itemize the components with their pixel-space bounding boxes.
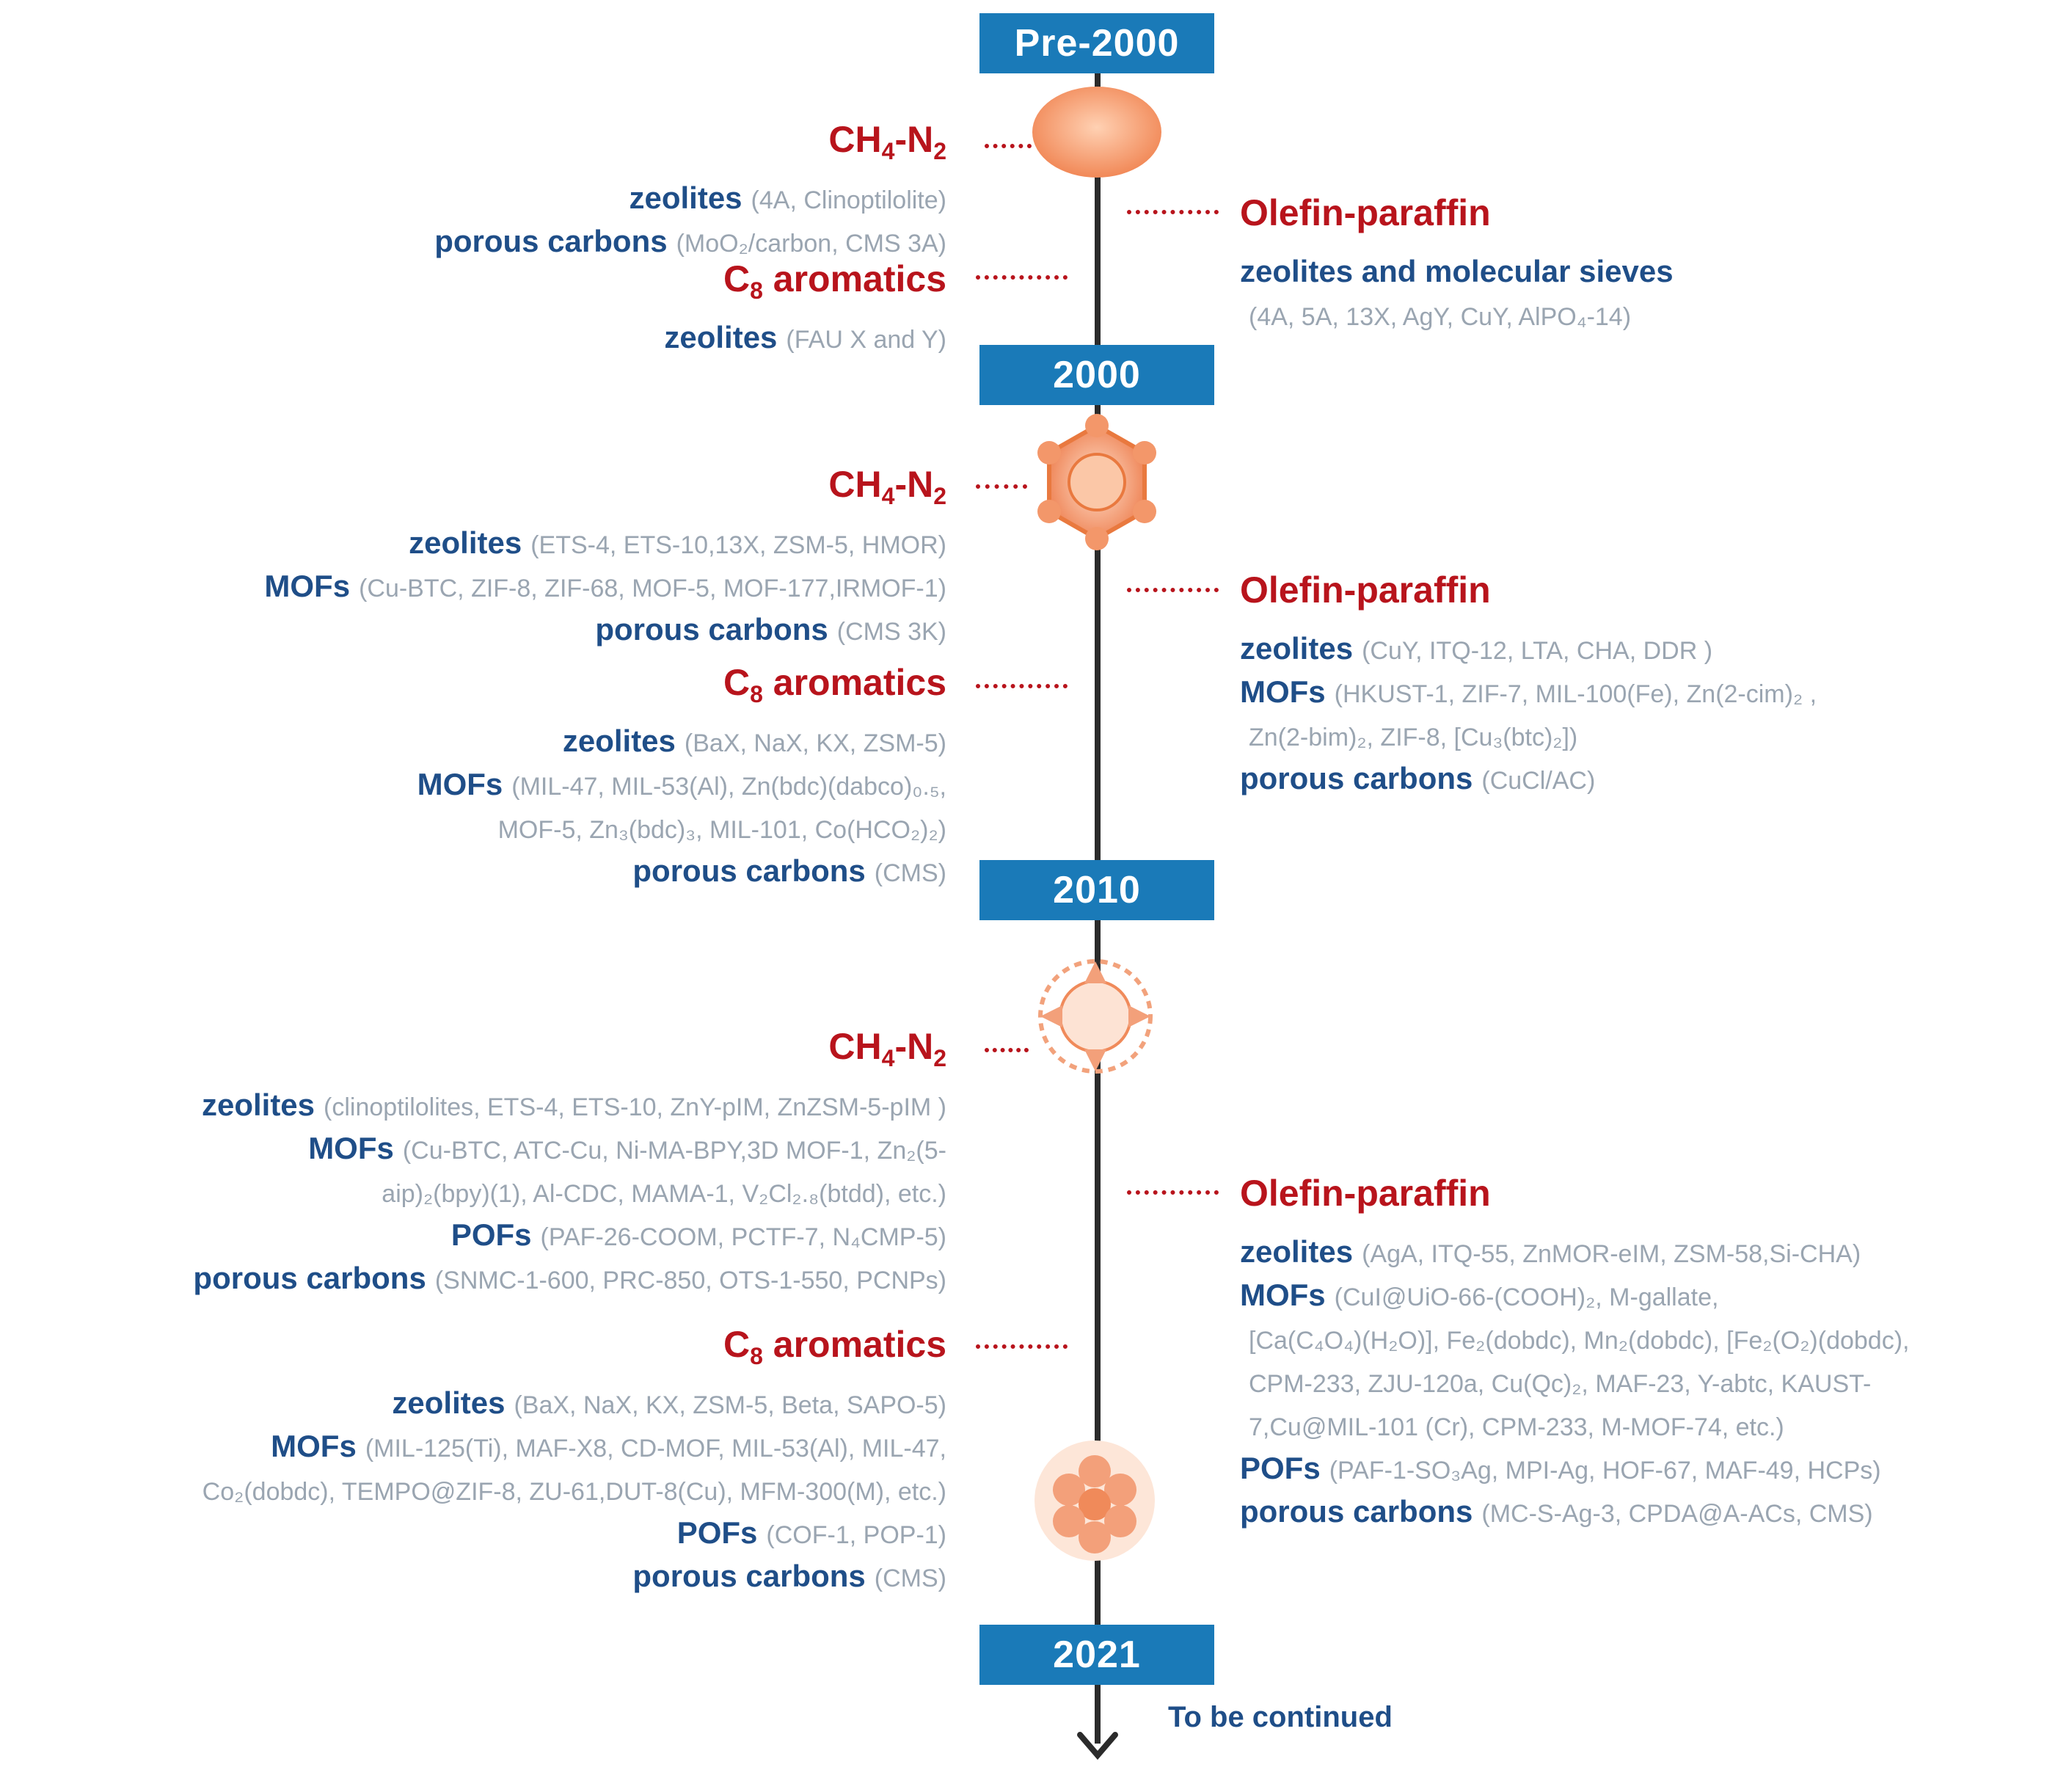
material-line: MOFs(CuI@UiO-66-(COOH)₂, M-gallate, <box>1240 1278 1719 1312</box>
p2000-olefin-block: Olefin-paraffin zeolites(CuY, ITQ-12, LT… <box>1240 567 2054 801</box>
to-be-continued-label: To be continued <box>1168 1701 1393 1733</box>
pre2000-ch4n2-block: CH4-N2 zeolites(4A, Clinoptilolite) poro… <box>0 116 946 264</box>
heading-olefin-paraffin: Olefin-paraffin <box>1240 192 1491 233</box>
connector-2010-ch4n2 <box>985 1048 1029 1052</box>
connector-2010-c8 <box>976 1344 1068 1349</box>
material-line: [Ca(C₄O₄)(H₂O)], Fe₂(dobdc), Mn₂(dobdc),… <box>1249 1327 1910 1355</box>
p2010-olefin-block: Olefin-paraffin zeolites(AgA, ITQ-55, Zn… <box>1240 1170 2054 1534</box>
connector-pre2000-c8 <box>976 275 1068 280</box>
material-line: MOFs(HKUST-1, ZIF-7, MIL-100(Fe), Zn(2-c… <box>1240 674 1817 709</box>
material-line: zeolites and molecular sieves <box>1240 254 1674 288</box>
material-line: porous carbons(CMS) <box>632 1559 946 1593</box>
heading-ch4-n2: CH4-N2 <box>828 1026 946 1071</box>
material-line: (4A, 5A, 13X, AgY, CuY, AlPO₄-14) <box>1249 303 1632 331</box>
material-line: porous carbons(CMS 3K) <box>595 612 946 646</box>
pre2000-c8-block: C8 aromatics zeolites(FAU X and Y) <box>0 255 946 360</box>
material-line: zeolites(AgA, ITQ-55, ZnMOR-eIM, ZSM-58,… <box>1240 1234 1861 1269</box>
year-box-2000: 2000 <box>979 345 1214 405</box>
heading-c8-aromatics: C8 aromatics <box>723 1324 946 1369</box>
timeline-segment-4 <box>1095 1685 1101 1744</box>
heading-ch4-n2: CH4-N2 <box>828 464 946 509</box>
timeline-arrow-icon <box>1077 1732 1118 1760</box>
material-line: porous carbons(CMS) <box>632 853 946 888</box>
material-line: POFs(PAF-26-COOM, PCTF-7, N₄CMP-5) <box>450 1217 946 1252</box>
connector-2000-c8 <box>976 684 1068 688</box>
connector-2000-olefin <box>1127 588 1219 592</box>
material-line: 7,Cu@MIL-101 (Cr), CPM-233, M-MOF-74, et… <box>1249 1413 1784 1441</box>
zeolite-cage-icon <box>1037 414 1156 550</box>
heading-olefin-paraffin: Olefin-paraffin <box>1240 1173 1491 1214</box>
heading-ch4-n2: CH4-N2 <box>828 119 946 164</box>
heading-c8-aromatics: C8 aromatics <box>723 662 946 707</box>
year-box-pre-2000: Pre-2000 <box>979 13 1214 73</box>
mof-cage-icon <box>1038 959 1153 1074</box>
pre2000-olefin-block: Olefin-paraffin zeolites and molecular s… <box>1240 189 2054 338</box>
material-line: MOF-5, Zn₃(bdc)₃, MIL-101, Co(HCO₂)₂) <box>497 816 946 844</box>
p2010-ch4n2-block: CH4-N2 zeolites(clinoptilolites, ETS-4, … <box>0 1023 946 1301</box>
zeolite-particle-icon <box>1032 87 1161 178</box>
material-line: zeolites(CuY, ITQ-12, LTA, CHA, DDR ) <box>1240 631 1713 666</box>
material-line: aip)₂(bpy)(1), Al-CDC, MAMA-1, V₂Cl₂.₈(b… <box>382 1180 946 1208</box>
material-line: Zn(2-bim)₂, ZIF-8, [Cu₃(btc)₂]) <box>1249 724 1578 751</box>
material-line: zeolites(BaX, NaX, KX, ZSM-5) <box>562 724 946 758</box>
material-line: zeolites(BaX, NaX, KX, ZSM-5, Beta, SAPO… <box>392 1385 946 1420</box>
material-line: zeolites(FAU X and Y) <box>664 320 946 354</box>
pof-framework-icon <box>1035 1440 1155 1561</box>
p2000-ch4n2-block: CH4-N2 zeolites(ETS-4, ETS-10,13X, ZSM-5… <box>0 461 946 652</box>
heading-olefin-paraffin: Olefin-paraffin <box>1240 569 1491 611</box>
timeline-segment-1 <box>1095 68 1101 345</box>
material-line: porous carbons(MC-S-Ag-3, CPDA@A-ACs, CM… <box>1240 1494 1873 1529</box>
connector-pre2000-olefin <box>1127 210 1219 214</box>
p2010-c8-block: C8 aromatics zeolites(BaX, NaX, KX, ZSM-… <box>0 1321 946 1599</box>
material-line: MOFs(Cu-BTC, ZIF-8, ZIF-68, MOF-5, MOF-1… <box>264 569 946 603</box>
material-line: porous carbons(SNMC-1-600, PRC-850, OTS-… <box>193 1261 946 1295</box>
connector-2000-ch4n2 <box>976 484 1027 489</box>
material-line: zeolites(ETS-4, ETS-10,13X, ZSM-5, HMOR) <box>409 525 946 560</box>
timeline-segment-3 <box>1095 920 1101 1625</box>
year-box-2021: 2021 <box>979 1625 1214 1685</box>
material-line: MOFs(Cu-BTC, ATC-Cu, Ni-MA-BPY,3D MOF-1,… <box>308 1131 946 1165</box>
material-line: zeolites(4A, Clinoptilolite) <box>629 181 946 215</box>
material-line: zeolites(clinoptilolites, ETS-4, ETS-10,… <box>201 1088 946 1122</box>
connector-2010-olefin <box>1127 1190 1219 1195</box>
timeline-segment-2 <box>1095 405 1101 860</box>
connector-pre2000-ch4n2 <box>985 144 1032 148</box>
material-line: porous carbons(MoO₂/carbon, CMS 3A) <box>434 224 946 258</box>
material-line: POFs(PAF-1-SO₃Ag, MPI-Ag, HOF-67, MAF-49… <box>1240 1451 1881 1485</box>
material-line: MOFs(MIL-47, MIL-53(Al), Zn(bdc)(dabco)₀… <box>417 767 946 801</box>
material-line: POFs(COF-1, POP-1) <box>676 1515 946 1550</box>
material-line: Co₂(dobdc), TEMPO@ZIF-8, ZU-61,DUT-8(Cu)… <box>202 1478 946 1506</box>
material-line: CPM-233, ZJU-120a, Cu(Qc)₂, MAF-23, Y-ab… <box>1249 1370 1872 1398</box>
heading-c8-aromatics: C8 aromatics <box>723 258 946 304</box>
material-line: MOFs(MIL-125(Ti), MAF-X8, CD-MOF, MIL-53… <box>271 1429 946 1463</box>
year-box-2010: 2010 <box>979 860 1214 920</box>
material-line: porous carbons(CuCl/AC) <box>1240 761 1596 795</box>
p2000-c8-block: C8 aromatics zeolites(BaX, NaX, KX, ZSM-… <box>0 659 946 894</box>
